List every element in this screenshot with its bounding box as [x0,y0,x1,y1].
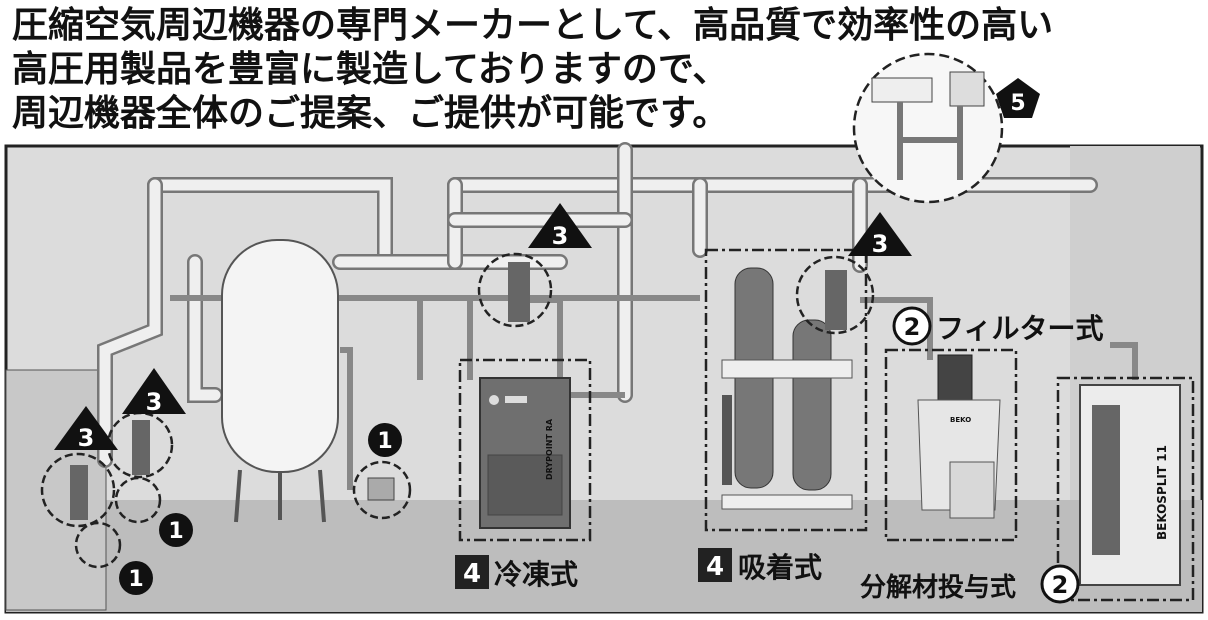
monitor-detail-circle [852,52,1004,204]
refrigerated-dryer: DRYPOINT RA [479,377,571,529]
equipment-zones [458,248,1195,602]
svg-text:1: 1 [128,567,143,592]
label-adsorption: 4 吸着式 [698,548,822,584]
badge-filter-b: 3 [848,212,912,258]
filter-housing-4 [70,465,88,520]
label-filter-type: 2 フィルター式 [892,306,1103,346]
zone-adsorption [704,248,868,532]
badge-drain-a: 1 [368,423,402,457]
label-filter-type-text: フィルター式 [936,312,1103,345]
svg-text:1: 1 [377,429,392,454]
svg-text:2: 2 [904,313,921,341]
badge-drain-c: 1 [119,561,153,595]
badge-filter-a: 3 [528,203,592,250]
label-decomposition-type: 分解材投与式 2 [860,564,1080,604]
headline-line-3: 周辺機器全体のご提案、ご提供が可能です。 [12,93,729,134]
svg-text:4: 4 [706,552,724,582]
filter-housing-2 [825,270,847,330]
headline-line-2: 高圧用製品を豊富に製造しておりますので、 [12,49,729,90]
label-decomposition-text: 分解材投与式 [860,573,1016,603]
floor [6,500,1202,612]
label-refrigerated: 4 冷凍式 [455,555,578,591]
filter-brand-text: BEKO [950,416,971,424]
badge-drain-b: 1 [159,513,193,547]
filter-housing-1 [508,262,530,322]
svg-text:2: 2 [1052,571,1069,599]
label-adsorption-text: 吸着式 [738,551,822,584]
svg-text:1: 1 [168,519,183,544]
label-refrigerated-text: 冷凍式 [494,558,578,591]
left-ledge [5,369,107,611]
svg-text:5: 5 [1010,91,1025,116]
drain-valve [367,477,395,501]
badge-monitor: 5 [996,78,1040,118]
zone-refrigerated [458,358,592,542]
badge-drain-group: 1 1 1 [119,423,402,595]
svg-text:3: 3 [78,424,95,452]
svg-text:3: 3 [872,230,889,258]
zone-bekosplit [1056,376,1195,602]
bekosplit-unit: BEKOSPLIT 11 [1079,384,1181,586]
adsorption-dryer [721,267,853,510]
filter-separator: BEKO [917,354,1001,519]
headline: 圧縮空気周辺機器の専門メーカーとして、高品質で効率性の高い 高圧用製品を豊富に製… [12,4,1192,136]
badge-filter-c: 3 [122,368,186,416]
dryer-brand-text: DRYPOINT RA [545,418,554,480]
zone-filter [884,348,1018,542]
svg-text:3: 3 [552,222,569,250]
filter-housing-3 [132,420,150,475]
air-receiver-tank [221,239,339,523]
badge-filter-group: 3 3 3 3 [54,203,912,452]
svg-text:4: 4 [463,559,481,589]
splitter-brand-text: BEKOSPLIT 11 [1155,445,1169,540]
svg-text:3: 3 [146,388,163,416]
pipework [97,142,1098,468]
headline-line-1: 圧縮空気周辺機器の専門メーカーとして、高品質で効率性の高い [12,5,1054,46]
badge-filter-d: 3 [54,406,118,452]
